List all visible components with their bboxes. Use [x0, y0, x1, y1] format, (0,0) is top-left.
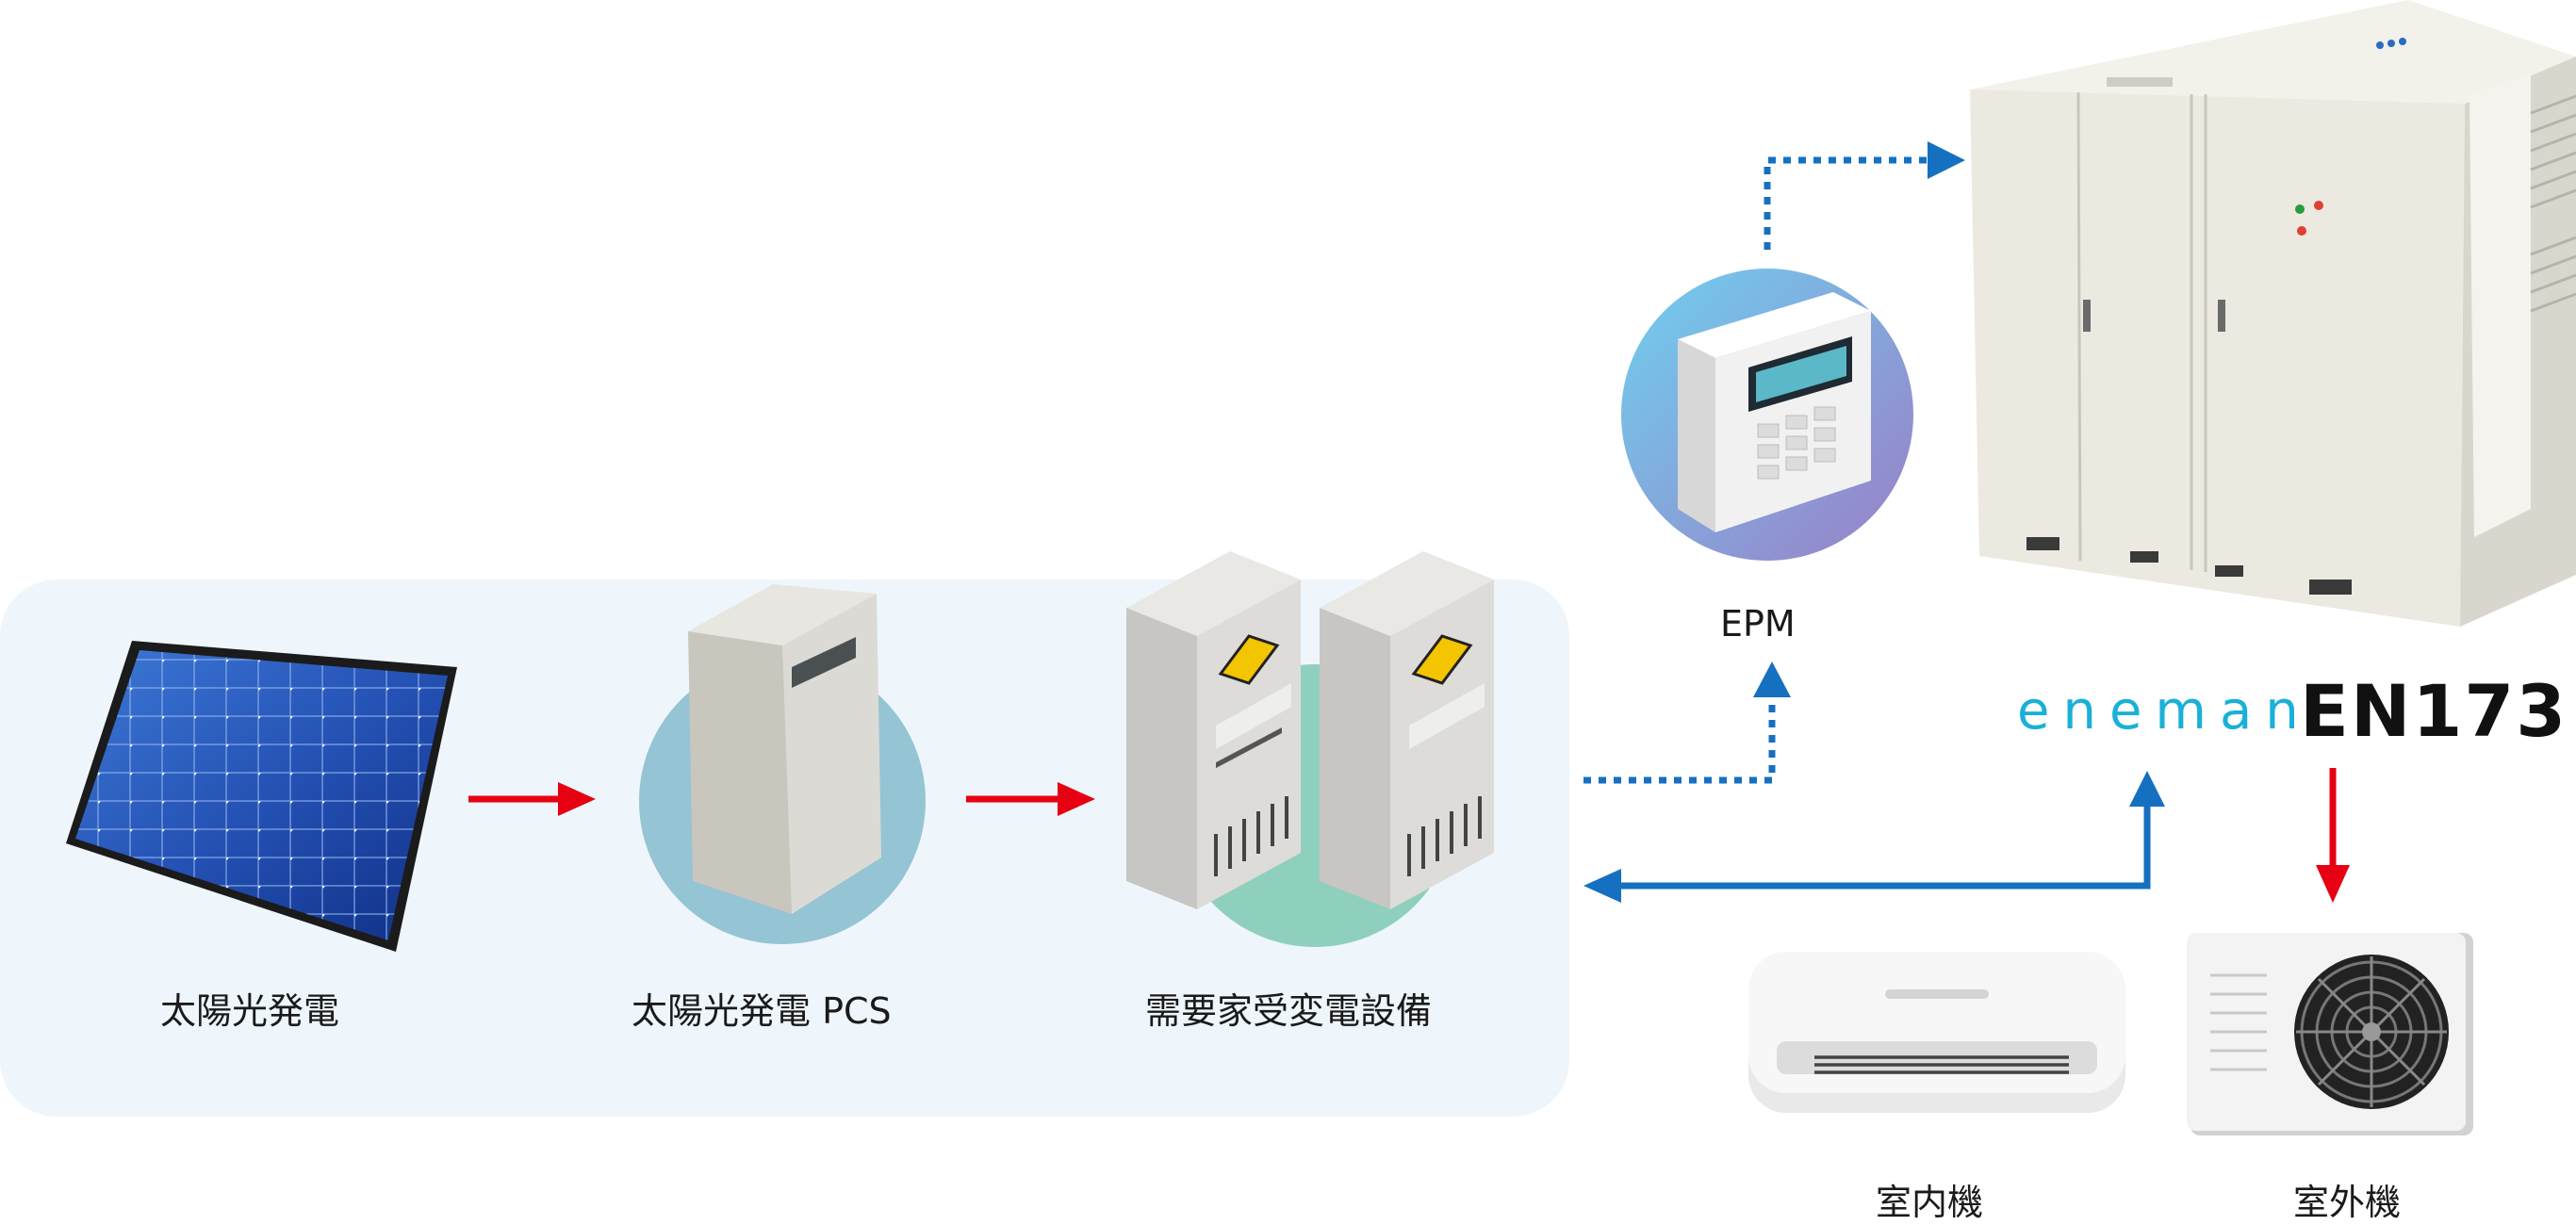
dotted-substation-to-epm	[1583, 662, 1791, 784]
arrow-solar-to-pcs	[468, 782, 596, 816]
label-pcs: 太陽光発電 PCS	[632, 990, 892, 1032]
outdoor-unit-image	[2187, 933, 2473, 1135]
dotted-epm-to-storage	[1764, 141, 1965, 250]
brand-model: EN173	[2300, 669, 2568, 753]
epm-image	[1621, 269, 1913, 561]
arrow-storage-to-outdoor	[2316, 768, 2350, 903]
label-epm: EPM	[1720, 603, 1796, 645]
solar-panel-image	[66, 641, 457, 952]
label-solar: 太陽光発電	[160, 990, 340, 1032]
label-substation: 需要家受変電設備	[1145, 990, 1433, 1032]
label-outdoor: 室外機	[2293, 1182, 2402, 1223]
arrow-storage-substation	[1583, 771, 2165, 903]
indoor-unit-image	[1748, 952, 2125, 1113]
pcs-image	[639, 584, 926, 944]
arrow-pcs-to-substation	[966, 782, 1095, 816]
storage-unit-image	[1970, 0, 2576, 627]
substation-image	[1126, 551, 1494, 947]
label-indoor: 室内機	[1876, 1182, 1984, 1223]
brand-word: eneman	[2017, 680, 2312, 742]
